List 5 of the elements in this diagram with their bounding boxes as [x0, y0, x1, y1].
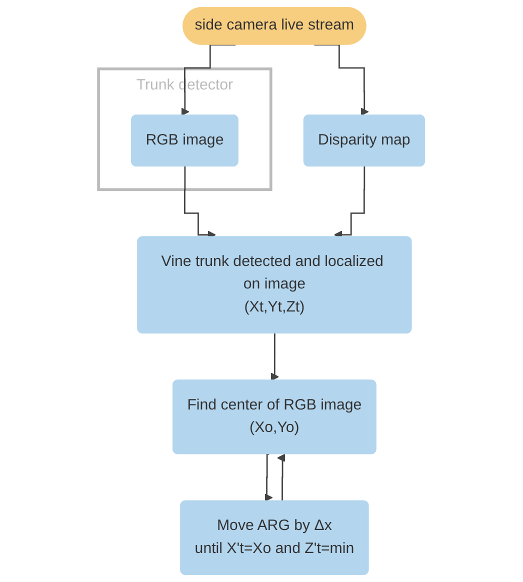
arrow	[270, 332, 279, 381]
arrow	[334, 166, 366, 239]
arrow	[277, 454, 286, 502]
arrow	[314, 44, 369, 116]
arrow	[264, 453, 273, 502]
